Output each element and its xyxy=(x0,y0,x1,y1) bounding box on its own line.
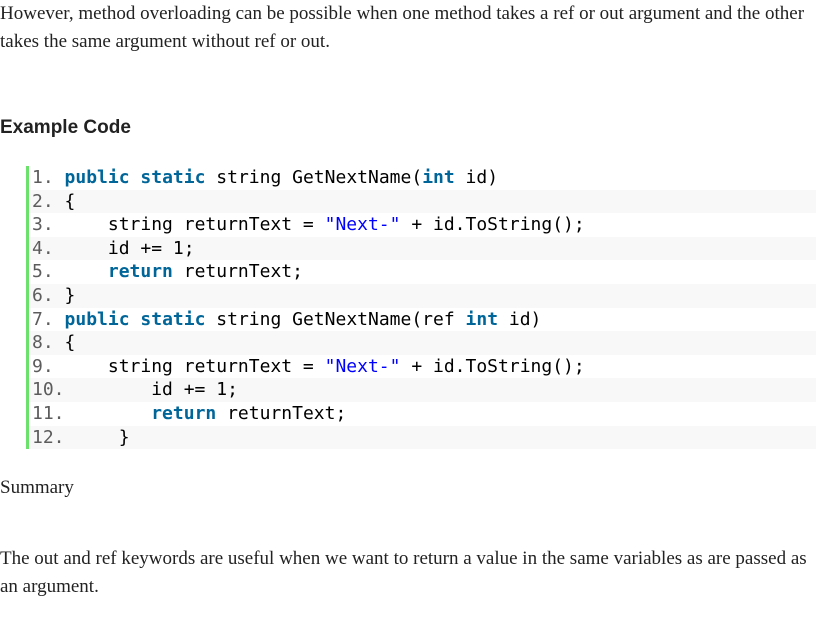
line-number: 10. xyxy=(32,379,65,401)
line-number: 8. xyxy=(32,332,54,354)
code-text xyxy=(130,309,141,330)
code-line: 1. public static string GetNextName(int … xyxy=(29,166,816,190)
code-text xyxy=(54,167,65,188)
code-line: 5. return returnText; xyxy=(29,260,816,284)
code-text: string returnText = xyxy=(53,355,325,377)
code-line: 4. id += 1; xyxy=(29,236,816,261)
code-text: id += 1; xyxy=(64,379,238,401)
code-text xyxy=(54,309,65,330)
code-keyword: public xyxy=(64,308,130,330)
code-line: 10. id += 1; xyxy=(29,378,816,402)
code-line: 11. return returnText; xyxy=(29,402,816,426)
line-number: 2. xyxy=(32,190,54,212)
code-line: 3. string returnText = "Next-" + id.ToSt… xyxy=(29,213,816,237)
closing-paragraph: The out and ref keywords are useful when… xyxy=(0,548,807,597)
code-text xyxy=(130,167,141,188)
code-text: id) xyxy=(498,308,542,330)
example-code-heading: Example Code xyxy=(0,117,131,138)
code-keyword: return xyxy=(151,402,217,424)
line-number: 1. xyxy=(32,167,54,188)
code-text: string GetNextName(ref xyxy=(205,308,466,330)
line-number: 11. xyxy=(32,402,65,424)
code-keyword: int xyxy=(465,308,499,330)
code-block: 1. public static string GetNextName(int … xyxy=(26,166,816,450)
code-text: returnText; xyxy=(172,261,303,283)
line-number: 4. xyxy=(32,237,54,259)
code-text: + id.ToString(); xyxy=(400,355,585,377)
code-text: { xyxy=(53,332,76,354)
line-number: 12. xyxy=(32,426,65,448)
code-keyword: public xyxy=(64,167,130,188)
summary-label: Summary xyxy=(0,477,74,498)
code-keyword: int xyxy=(422,167,455,188)
code-string: "Next-" xyxy=(324,214,401,236)
code-line: 2. { xyxy=(29,189,816,214)
code-line: 6. } xyxy=(29,283,816,308)
code-text: { xyxy=(53,190,76,212)
code-text: returnText; xyxy=(216,402,347,424)
code-text: id) xyxy=(454,167,499,188)
code-text: } xyxy=(64,426,130,448)
code-text: } xyxy=(53,284,76,306)
code-line: 8. { xyxy=(29,331,816,355)
line-number: 7. xyxy=(32,308,54,330)
code-keyword: return xyxy=(107,261,173,283)
code-text xyxy=(54,261,108,282)
intro-paragraph: However, method overloading can be possi… xyxy=(0,3,805,52)
line-number: 5. xyxy=(32,261,54,283)
line-number: 6. xyxy=(32,284,54,306)
line-number: 9. xyxy=(32,355,54,377)
line-number: 3. xyxy=(32,214,54,236)
code-line: 7. public static string GetNextName(ref … xyxy=(29,308,816,332)
code-string: "Next-" xyxy=(324,355,401,377)
code-keyword: static xyxy=(140,167,206,188)
code-text: id += 1; xyxy=(53,237,195,259)
code-text xyxy=(65,403,152,424)
code-line: 12. } xyxy=(29,425,816,450)
code-text: + id.ToString(); xyxy=(400,214,585,236)
code-text: string returnText = xyxy=(53,214,325,236)
code-text: string GetNextName( xyxy=(205,167,423,188)
code-line: 9. string returnText = "Next-" + id.ToSt… xyxy=(29,355,816,379)
code-keyword: static xyxy=(140,308,206,330)
